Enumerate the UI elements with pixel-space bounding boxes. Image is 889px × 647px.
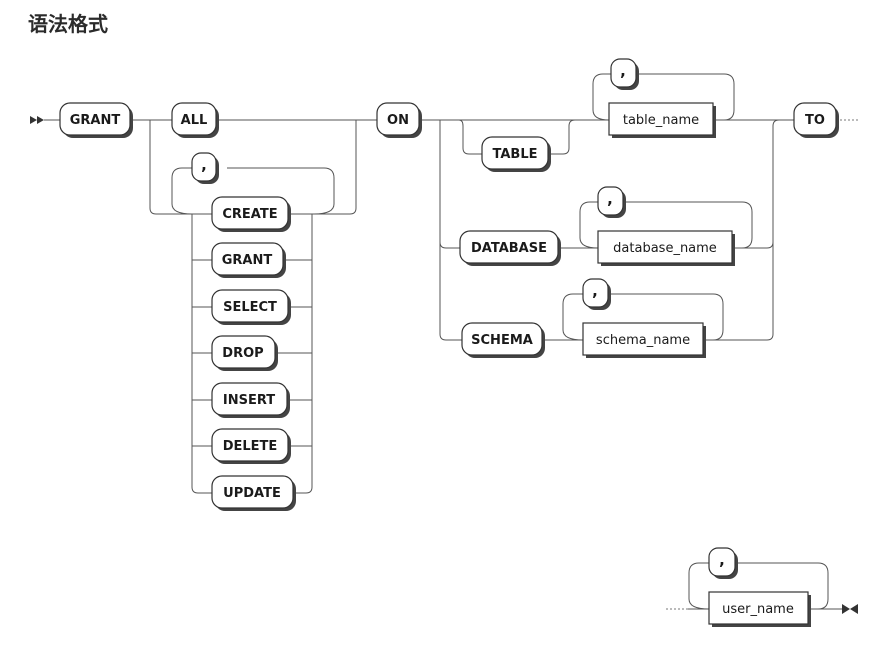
- svg-text:ALL: ALL: [181, 113, 208, 128]
- comma-user: ,: [708, 547, 738, 579]
- keyword-create: CREATE: [211, 196, 291, 232]
- svg-text:UPDATE: UPDATE: [223, 486, 281, 501]
- start-marker-icon: [30, 116, 44, 124]
- comma-table: ,: [610, 58, 639, 90]
- keyword-to: TO: [793, 102, 839, 138]
- keyword-table: TABLE: [481, 136, 551, 172]
- svg-text:,: ,: [620, 62, 626, 80]
- comma-database: ,: [597, 186, 626, 218]
- svg-text:GRANT: GRANT: [70, 113, 121, 128]
- nonterminal-schema-name: schema_name: [582, 322, 706, 358]
- keyword-delete: DELETE: [211, 428, 291, 464]
- svg-text:DATABASE: DATABASE: [471, 241, 547, 256]
- nonterminal-table-name: table_name: [608, 102, 716, 138]
- keyword-select: SELECT: [211, 289, 291, 325]
- nonterminal-user-name: user_name: [708, 591, 811, 627]
- svg-text:,: ,: [719, 551, 725, 569]
- svg-text:INSERT: INSERT: [223, 393, 275, 408]
- svg-text:GRANT: GRANT: [222, 253, 273, 268]
- svg-text:TO: TO: [805, 113, 825, 128]
- svg-text:database_name: database_name: [613, 241, 717, 256]
- svg-text:SELECT: SELECT: [223, 300, 277, 315]
- svg-text:,: ,: [201, 156, 207, 174]
- keyword-database: DATABASE: [459, 230, 561, 266]
- nonterminal-database-name: database_name: [597, 230, 735, 266]
- svg-text:,: ,: [592, 282, 598, 300]
- keyword-update: UPDATE: [211, 475, 296, 511]
- svg-text:schema_name: schema_name: [596, 333, 690, 348]
- keyword-grant: GRANT: [59, 102, 133, 138]
- keyword-grant-privilege: GRANT: [211, 242, 286, 278]
- comma-schema: ,: [582, 278, 611, 310]
- svg-text:DROP: DROP: [222, 346, 263, 361]
- keyword-schema: SCHEMA: [461, 322, 545, 358]
- end-marker-icon: [842, 604, 858, 614]
- keyword-insert: INSERT: [211, 382, 290, 418]
- svg-text:CREATE: CREATE: [222, 207, 277, 222]
- keyword-all: ALL: [171, 102, 219, 138]
- svg-text:user_name: user_name: [722, 602, 794, 617]
- svg-text:SCHEMA: SCHEMA: [471, 333, 533, 348]
- keyword-drop: DROP: [211, 335, 278, 371]
- svg-text:,: ,: [607, 190, 613, 208]
- main-track: [44, 73, 860, 610]
- svg-text:ON: ON: [387, 113, 409, 128]
- keyword-on: ON: [376, 102, 422, 138]
- svg-text:table_name: table_name: [623, 113, 699, 128]
- svg-text:DELETE: DELETE: [223, 439, 278, 454]
- comma-privilege: ,: [191, 152, 219, 184]
- svg-text:TABLE: TABLE: [493, 147, 538, 162]
- page-title: 语法格式: [28, 12, 108, 36]
